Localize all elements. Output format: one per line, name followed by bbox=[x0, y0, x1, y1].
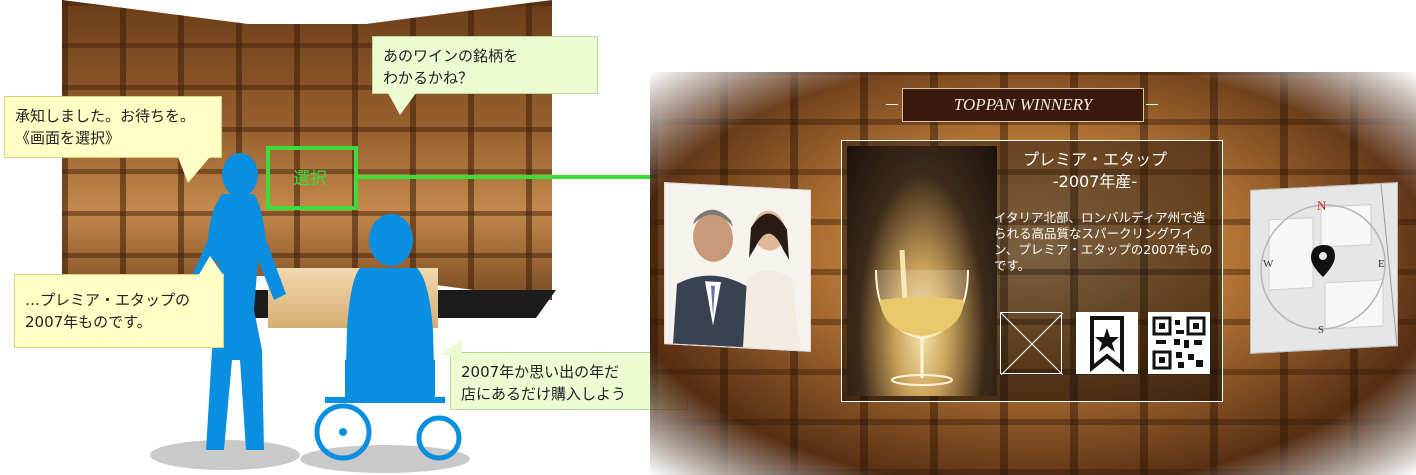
compass-east: E bbox=[1378, 258, 1385, 270]
bookmark-star-icon bbox=[1090, 316, 1124, 373]
bubble-tail bbox=[198, 256, 224, 276]
product-vintage: -2007年産- bbox=[1052, 172, 1138, 191]
compass-west: W bbox=[1263, 258, 1274, 270]
floor-shadow-staff bbox=[150, 440, 300, 470]
title-dash-left bbox=[886, 104, 898, 105]
couple-photo-card[interactable] bbox=[664, 182, 811, 352]
qr-code-button[interactable] bbox=[1148, 312, 1210, 374]
customer-speech-bubble-bottom: 2007年か思い出の年だ 店にあるだけ購入しよう bbox=[450, 352, 688, 410]
people-image-icon bbox=[665, 183, 810, 351]
map-pin-icon bbox=[1311, 245, 1335, 278]
compass-north: N bbox=[1317, 198, 1327, 213]
store-title: TOPPAN WINNERY bbox=[902, 88, 1144, 122]
staff-speech-bubble-bottom: …プレミア・エタップの 2007年ものです。 bbox=[14, 274, 224, 348]
product-name: プレミア・エタップ bbox=[1022, 150, 1167, 169]
selection-label: 選択 bbox=[293, 169, 327, 189]
image-placeholder-icon[interactable] bbox=[1000, 312, 1064, 376]
qr-code-icon bbox=[1152, 316, 1206, 370]
bookmark-button[interactable] bbox=[1076, 312, 1138, 374]
compass-south: S bbox=[1318, 324, 1325, 336]
bubble-tail bbox=[388, 93, 416, 115]
wheelchair-user-silhouette bbox=[314, 214, 462, 461]
staff-speech-bubble-top: 承知しました。お待ちを。 《画面を選択》 bbox=[4, 96, 222, 158]
customer-speech-bubble-top: あのワインの銘柄を わかるかね？ bbox=[372, 36, 598, 94]
bubble-tail bbox=[440, 340, 462, 360]
product-description: イタリア北部、ロンバルディア州で造られる高品質なスパークリングワイン、プレミア・… bbox=[994, 210, 1213, 273]
bubble-tail bbox=[178, 157, 210, 183]
selection-arrow bbox=[358, 175, 818, 179]
wine-glass-icon bbox=[875, 250, 969, 386]
selection-frame[interactable] bbox=[266, 146, 358, 210]
store-map-card[interactable] bbox=[1250, 182, 1398, 354]
title-dash-right bbox=[1146, 104, 1158, 105]
